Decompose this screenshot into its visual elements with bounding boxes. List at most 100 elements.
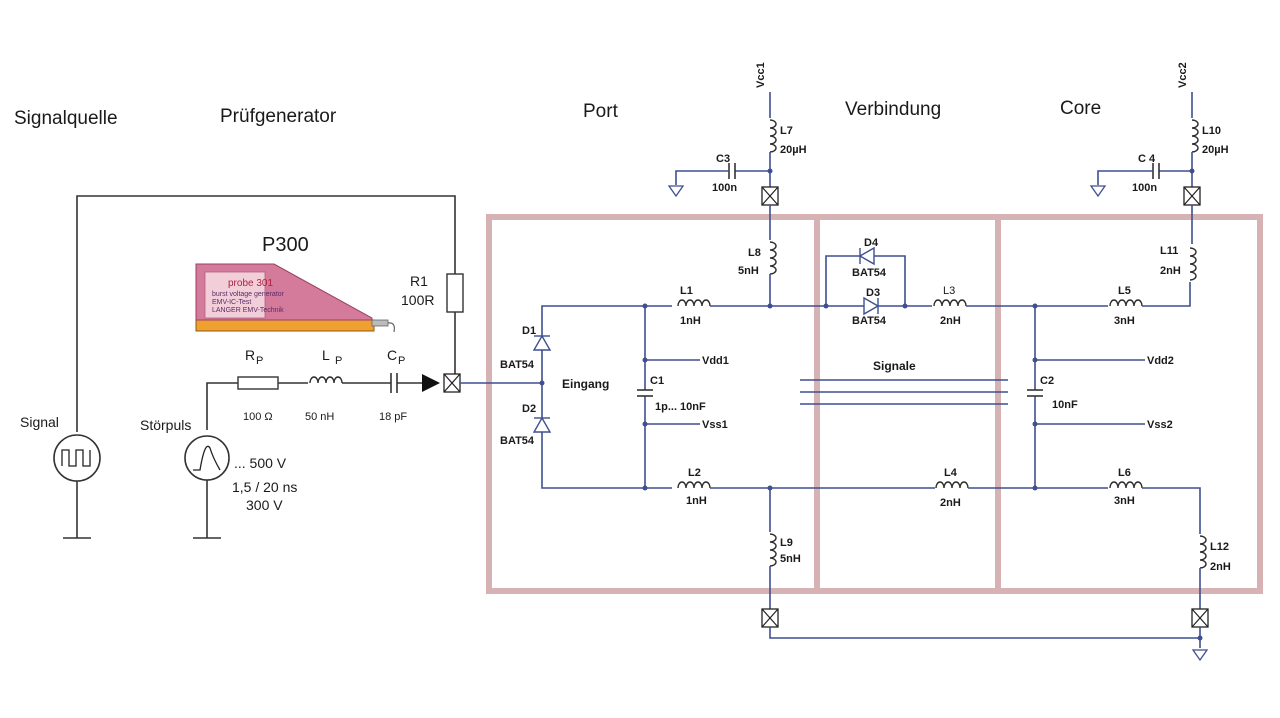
l6-inductor — [1109, 481, 1143, 489]
svg-text:L8: L8 — [748, 247, 761, 259]
square-wave-icon — [61, 449, 91, 467]
l3-inductor — [933, 299, 967, 307]
svg-text:L11: L11 — [1160, 245, 1178, 257]
svg-text:1p... 10nF: 1p... 10nF — [655, 401, 706, 413]
pulse-source-icon — [184, 435, 230, 481]
rp-value: 100 Ω — [243, 411, 273, 423]
svg-text:P: P — [398, 355, 405, 367]
svg-text:3nH: 3nH — [1114, 315, 1135, 327]
svg-text:5nH: 5nH — [780, 553, 801, 565]
gnd-connector-icon-2 — [1191, 608, 1209, 628]
svg-text:L6: L6 — [1118, 467, 1131, 479]
svg-text:20µH: 20µH — [780, 144, 807, 156]
gnd-connector-icon-1 — [761, 608, 779, 628]
d4-diode — [858, 246, 875, 266]
svg-text:L12: L12 — [1210, 541, 1229, 553]
vcc1-label: Vcc1 — [755, 62, 767, 88]
l4-inductor — [935, 481, 969, 489]
l2-inductor — [677, 481, 711, 489]
stoerpuls-label: Störpuls — [140, 417, 191, 433]
svg-text:burst voltage generator: burst voltage generator — [212, 291, 285, 298]
l1-inductor — [677, 299, 711, 307]
connector-icon — [443, 373, 461, 393]
core-block — [995, 214, 1263, 594]
ground-icon-c3 — [668, 185, 684, 197]
header-verbindung: Verbindung — [845, 99, 941, 120]
vcc2-label: Vcc2 — [1177, 62, 1189, 88]
l8-inductor — [769, 241, 777, 275]
svg-text:P: P — [335, 355, 342, 367]
header-signalquelle: Signalquelle — [14, 108, 118, 129]
svg-text:2nH: 2nH — [1210, 561, 1231, 573]
vdd2-label: Vdd2 — [1147, 355, 1174, 367]
svg-text:C2: C2 — [1040, 375, 1054, 387]
vcc1-connector-icon — [761, 186, 779, 206]
l11-inductor — [1189, 247, 1197, 281]
l7-inductor — [769, 119, 777, 153]
r1-value: 100R — [401, 292, 434, 308]
svg-text:L7: L7 — [780, 125, 793, 137]
svg-text:20µH: 20µH — [1202, 144, 1229, 156]
svg-text:C 4: C 4 — [1138, 153, 1156, 165]
l10-inductor — [1191, 119, 1199, 153]
svg-text:5nH: 5nH — [738, 265, 759, 277]
svg-text:100n: 100n — [712, 182, 737, 194]
svg-text:L2: L2 — [688, 467, 701, 479]
r1-name: R1 — [410, 273, 428, 289]
signal-source-icon — [53, 434, 101, 482]
arrow-icon — [422, 374, 440, 392]
svg-text:BAT54: BAT54 — [852, 315, 887, 327]
svg-text:L5: L5 — [1118, 285, 1131, 297]
svg-text:P: P — [256, 355, 263, 367]
d2-diode — [532, 416, 552, 433]
svg-text:LANGER EMV-Technik: LANGER EMV-Technik — [212, 307, 284, 314]
svg-text:D1: D1 — [522, 325, 536, 337]
header-port: Port — [583, 101, 619, 122]
header-pruefgenerator: Prüfgenerator — [220, 106, 337, 127]
svg-text:R: R — [245, 347, 255, 363]
port-block — [486, 214, 820, 594]
d3-diode — [863, 296, 880, 316]
svg-text:D4: D4 — [864, 237, 879, 249]
signal-bus — [800, 379, 1008, 405]
vss2-label: Vss2 — [1147, 419, 1173, 431]
ground-icon-c4 — [1090, 185, 1106, 197]
svg-text:C: C — [387, 347, 397, 363]
svg-text:2nH: 2nH — [940, 497, 961, 509]
svg-text:BAT54: BAT54 — [500, 435, 535, 447]
vcc2-connector-icon — [1183, 186, 1201, 206]
header-core: Core — [1060, 98, 1101, 119]
svg-text:D2: D2 — [522, 403, 536, 415]
svg-text:L3: L3 — [943, 285, 955, 297]
l5-inductor — [1109, 299, 1143, 307]
svg-text:L4: L4 — [944, 467, 958, 479]
signal-wire — [76, 195, 456, 432]
probe-title: probe 301 — [228, 278, 273, 289]
svg-text:1nH: 1nH — [680, 315, 701, 327]
signale-label: Signale — [873, 359, 916, 373]
l12-inductor — [1199, 535, 1207, 569]
ground-icon-core — [1192, 649, 1208, 661]
svg-text:D3: D3 — [866, 287, 880, 299]
svg-text:3nH: 3nH — [1114, 495, 1135, 507]
d1-diode — [532, 334, 552, 351]
timing-label: 1,5 / 20 ns — [232, 479, 297, 495]
l9-inductor — [769, 533, 777, 567]
svg-text:BAT54: BAT54 — [852, 267, 887, 279]
svg-text:BAT54: BAT54 — [500, 359, 535, 371]
svg-text:L1: L1 — [680, 285, 693, 297]
svg-text:2nH: 2nH — [940, 315, 961, 327]
svg-text:L10: L10 — [1202, 125, 1221, 137]
probe-image: probe 301 burst voltage generator EMV-IC… — [195, 263, 395, 333]
svg-text:1nH: 1nH — [686, 495, 707, 507]
cp-value: 18 pF — [379, 411, 407, 423]
lp-value: 50 nH — [305, 411, 334, 423]
vdd1-label: Vdd1 — [702, 355, 729, 367]
svg-text:100n: 100n — [1132, 182, 1157, 194]
lp-inductor — [309, 376, 343, 384]
svg-text:L: L — [322, 347, 330, 363]
vss1-label: Vss1 — [702, 419, 728, 431]
svg-text:L9: L9 — [780, 537, 793, 549]
